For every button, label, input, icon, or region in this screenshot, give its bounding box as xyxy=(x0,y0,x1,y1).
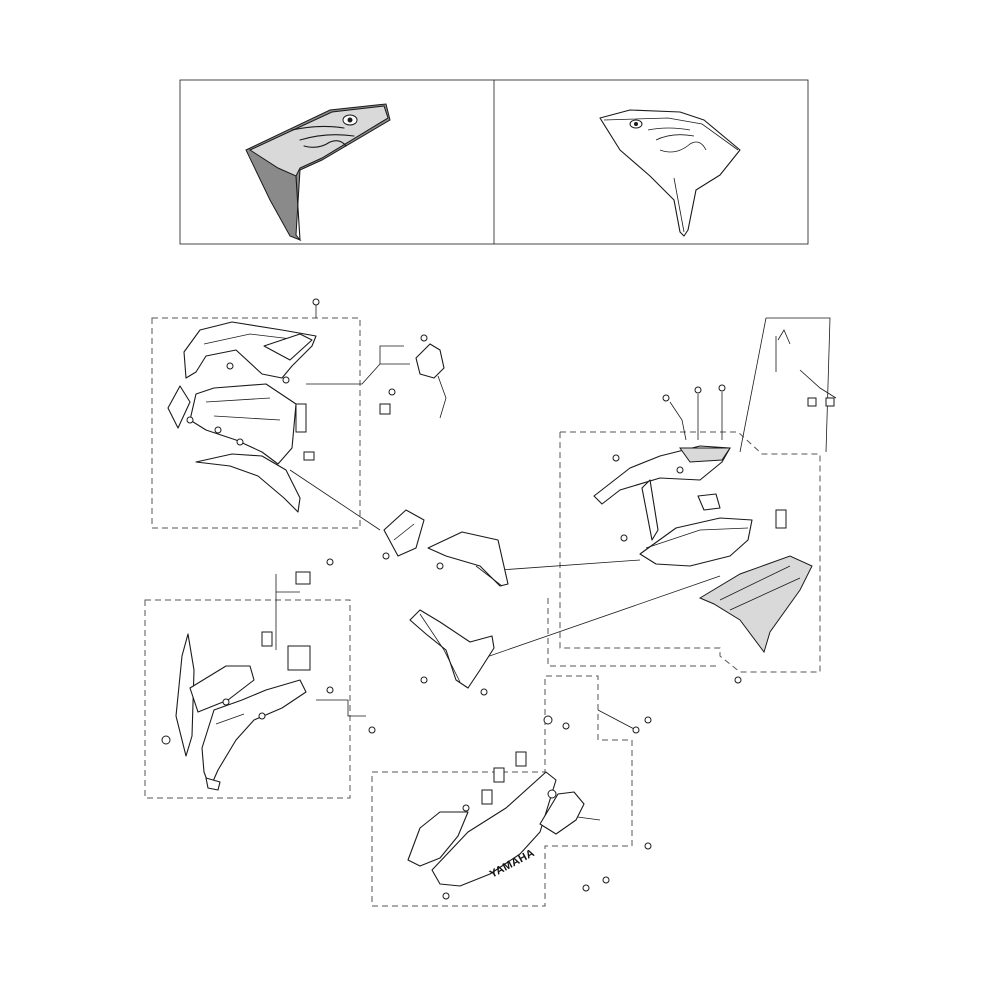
belly-pan: YAMAHA xyxy=(407,715,652,900)
group-box-upper-left xyxy=(151,317,361,529)
front-cowling-upper xyxy=(167,298,320,513)
inner-panel-center xyxy=(409,609,495,696)
side-cover-dark xyxy=(245,103,391,242)
group-boundaries xyxy=(144,317,821,907)
group-box-right-extension xyxy=(547,598,720,667)
group-box-bottom xyxy=(371,675,633,907)
front-cowling-lower xyxy=(161,558,376,791)
group-box-lower-left xyxy=(144,599,351,799)
mounting-bracket-top xyxy=(379,334,447,419)
side-cover-light xyxy=(599,109,741,237)
color-option-box xyxy=(179,79,809,245)
group-box-right xyxy=(559,431,821,673)
leader-lines xyxy=(275,317,831,821)
side-cowling-right xyxy=(593,329,837,684)
center-brackets xyxy=(382,509,509,587)
